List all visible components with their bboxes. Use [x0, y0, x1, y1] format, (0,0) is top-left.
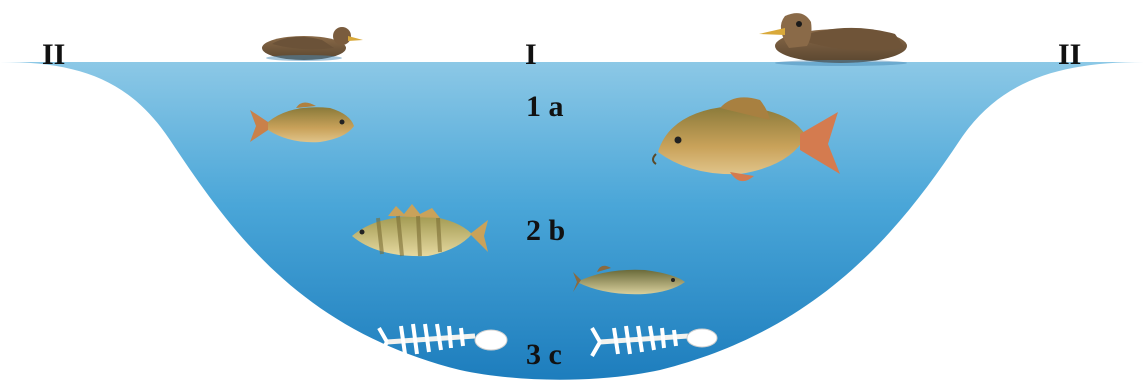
zone-label-center: I	[525, 40, 537, 70]
depth-label-3: 3 c	[526, 340, 562, 370]
zone-label-left: II	[42, 40, 65, 70]
lake-water	[0, 62, 1144, 380]
depth-label-2: 2 b	[526, 216, 565, 246]
duck-icon	[759, 13, 907, 66]
zone-label-right: II	[1058, 40, 1081, 70]
depth-label-1: 1 a	[526, 92, 564, 122]
duck-icon	[262, 27, 363, 61]
